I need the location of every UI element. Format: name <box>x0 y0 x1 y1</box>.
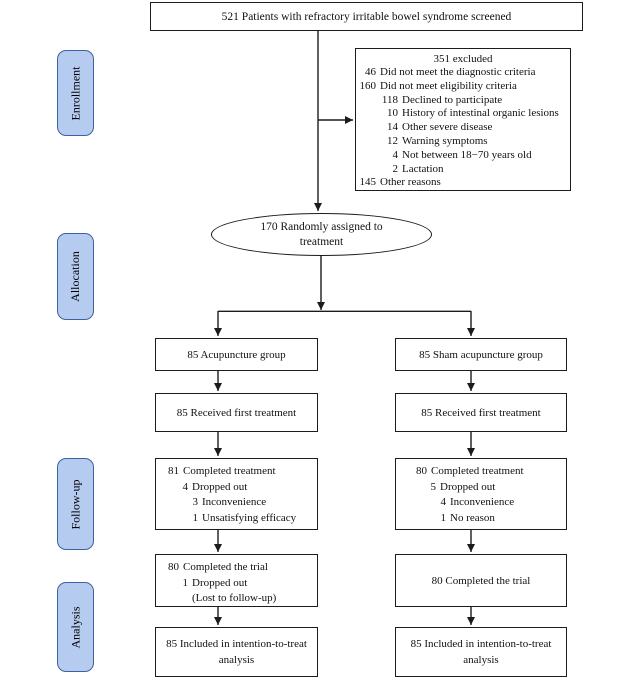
row-count: 81 <box>168 465 179 477</box>
sham-acupuncture-group-box: 85 Sham acupuncture group <box>395 338 567 371</box>
excluded-count: 14 <box>387 121 398 134</box>
excluded-row: 14 Other severe disease <box>359 121 567 135</box>
completed-trial-text: 80 Completed the trial <box>431 574 531 587</box>
excluded-count: 12 <box>387 134 398 147</box>
received-treatment-box-right: 85 Received first treatment <box>395 393 567 432</box>
completed-treatment-box-right: 80 Completed treatment 5 Dropped out 4 I… <box>395 458 567 530</box>
stage-label-text: Enrollment <box>68 66 82 120</box>
row-count: 5 <box>430 480 437 493</box>
excluded-title: 351 excluded <box>433 53 493 65</box>
excluded-reason: History of intestinal organic lesions <box>402 107 559 120</box>
trial-row: 80 Completed the trial <box>166 560 317 576</box>
stage-label-text: Analysis <box>68 606 82 648</box>
stage-label-follow-up: Follow-up <box>57 458 94 550</box>
row-text: Unsatisfying efficacy <box>202 511 297 524</box>
stage-label-allocation: Allocation <box>57 233 94 320</box>
row-count <box>166 591 188 607</box>
completed-row: 1 No reason <box>414 511 566 527</box>
trial-row: 1 Dropped out <box>166 576 317 592</box>
row-count: 3 <box>192 496 199 508</box>
excluded-reason: Other reasons <box>380 176 441 189</box>
itt-analysis-text: 85 Included in intention-to-treat analys… <box>410 638 552 666</box>
itt-analysis-text: 85 Included in intention-to-treat analys… <box>166 638 307 666</box>
excluded-count: 2 <box>392 162 399 175</box>
excluded-reason: Warning symptoms <box>402 134 488 147</box>
excluded-reason: Lactation <box>402 162 444 175</box>
excluded-count: 46 <box>365 66 376 78</box>
row-count: 1 <box>182 576 189 589</box>
excluded-box: 351 excluded 46 Did not meet the diagnos… <box>355 48 571 191</box>
stage-label-text: Follow-up <box>68 478 83 530</box>
screened-box: 521 Patients with refractory irritable b… <box>150 2 583 31</box>
row-text: Dropped out <box>192 480 248 493</box>
randomized-ellipse: 170 Randomly assigned to treatment <box>211 213 432 256</box>
stage-label-analysis: Analysis <box>57 582 94 672</box>
completed-trial-box-right: 80 Completed the trial <box>395 554 567 607</box>
excluded-row: 10 History of intestinal organic lesions <box>359 107 567 121</box>
row-text: Inconvenience <box>202 496 267 508</box>
completed-row: 4 Dropped out <box>166 480 317 496</box>
received-treatment-text: 85 Received first treatment <box>421 406 541 419</box>
completed-treatment-box-left: 81 Completed treatment 4 Dropped out 3 I… <box>155 458 318 530</box>
randomized-text: 170 Randomly assigned to treatment <box>260 220 383 248</box>
excluded-row: 2 Lactation <box>359 163 567 177</box>
row-count: 1 <box>440 511 447 524</box>
excluded-count: 160 <box>359 79 377 92</box>
excluded-reason: Did not meet eligibility criteria <box>380 79 517 92</box>
row-count: 1 <box>192 511 199 524</box>
row-text: Completed treatment <box>431 465 524 477</box>
completed-row: 5 Dropped out <box>414 480 566 496</box>
excluded-row: 12 Warning symptoms <box>359 135 567 149</box>
excluded-count: 118 <box>381 93 398 106</box>
completed-trial-box-left: 80 Completed the trial 1 Dropped out (Lo… <box>155 554 318 607</box>
trial-row: (Lost to follow-up) <box>166 591 317 607</box>
completed-row: 80 Completed treatment <box>414 464 566 480</box>
excluded-row: 118 Declined to participate <box>359 94 567 108</box>
row-text: Completed treatment <box>183 465 276 477</box>
excluded-count: 145 <box>359 176 377 189</box>
sham-acupuncture-group-text: 85 Sham acupuncture group <box>419 348 543 361</box>
row-count: 4 <box>440 496 447 508</box>
received-treatment-text: 85 Received first treatment <box>176 406 297 419</box>
row-count: 4 <box>182 480 189 493</box>
completed-row: 3 Inconvenience <box>166 495 317 511</box>
completed-row: 4 Inconvenience <box>414 495 566 511</box>
received-treatment-box-left: 85 Received first treatment <box>155 393 318 432</box>
completed-row: 81 Completed treatment <box>166 464 317 480</box>
stage-label-enrollment: Enrollment <box>57 50 94 136</box>
excluded-reason: Declined to participate <box>402 93 503 106</box>
screened-text: 521 Patients with refractory irritable b… <box>221 10 512 23</box>
itt-analysis-box-right: 85 Included in intention-to-treat analys… <box>395 627 567 677</box>
stage-label-text: Allocation <box>68 251 82 302</box>
excluded-reason: Not between 18−70 years old <box>402 148 532 161</box>
row-text: No reason <box>450 511 495 524</box>
row-text: (Lost to follow-up) <box>192 592 277 604</box>
row-text: Dropped out <box>192 576 248 589</box>
itt-analysis-box-left: 85 Included in intention-to-treat analys… <box>155 627 318 677</box>
excluded-count: 4 <box>392 148 399 161</box>
excluded-row: 145 Other reasons <box>359 176 567 190</box>
connector-randomized-to-split <box>214 256 475 336</box>
row-text: Completed the trial <box>183 561 268 573</box>
excluded-row: 160 Did not meet eligibility criteria <box>359 80 567 94</box>
excluded-row: 46 Did not meet the diagnostic criteria <box>359 66 567 80</box>
acupuncture-group-text: 85 Acupuncture group <box>187 348 286 361</box>
excluded-row: 4 Not between 18−70 years old <box>359 149 567 163</box>
excluded-reason: Other severe disease <box>402 121 493 134</box>
excluded-count: 10 <box>387 107 398 120</box>
row-count: 80 <box>416 465 427 477</box>
row-text: Dropped out <box>440 480 496 493</box>
row-count: 80 <box>168 561 179 573</box>
acupuncture-group-box: 85 Acupuncture group <box>155 338 318 371</box>
completed-row: 1 Unsatisfying efficacy <box>166 511 317 527</box>
row-text: Inconvenience <box>450 496 515 508</box>
excluded-reason: Did not meet the diagnostic criteria <box>380 66 536 78</box>
